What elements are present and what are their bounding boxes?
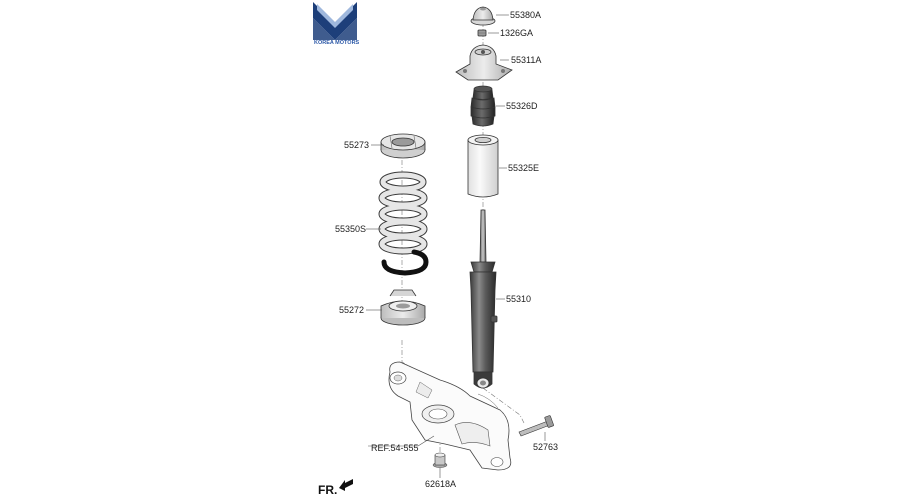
label-1326GA: 1326GA xyxy=(500,28,533,38)
ref-label: REF.54-555 xyxy=(371,443,419,453)
shock-absorber-part xyxy=(469,209,498,389)
label-55310: 55310 xyxy=(506,294,531,304)
upper-spring-pad-part xyxy=(380,133,426,159)
lower-arm-assembly xyxy=(388,361,512,471)
label-55311A: 55311A xyxy=(511,55,541,65)
dust-cap-part xyxy=(470,6,496,26)
front-direction-label: FR. xyxy=(318,483,337,497)
label-55273: 55273 xyxy=(344,140,369,150)
mounting-bolt-part xyxy=(518,415,554,437)
label-55350S: 55350S xyxy=(335,224,366,234)
km-chevron-logo xyxy=(313,2,357,40)
label-52763: 52763 xyxy=(533,442,558,452)
dust-boot-part xyxy=(467,134,499,198)
flange-nut-part xyxy=(432,452,448,468)
label-55325E: 55325E xyxy=(508,163,539,173)
label-55326D: 55326D xyxy=(506,101,538,111)
lock-nut-part xyxy=(477,29,487,37)
label-62618A: 62618A xyxy=(425,479,456,489)
upper-mount-part xyxy=(455,44,513,81)
bolt-axis xyxy=(482,387,525,424)
brand-name: KOREA MOTORS xyxy=(314,40,360,46)
label-55380A: 55380A xyxy=(510,10,541,20)
lower-spring-pad-part xyxy=(380,289,426,326)
bump-stopper-part xyxy=(470,85,496,127)
front-arrow-icon xyxy=(339,479,353,491)
coil-spring-part xyxy=(378,171,429,276)
label-55272: 55272 xyxy=(339,305,364,315)
